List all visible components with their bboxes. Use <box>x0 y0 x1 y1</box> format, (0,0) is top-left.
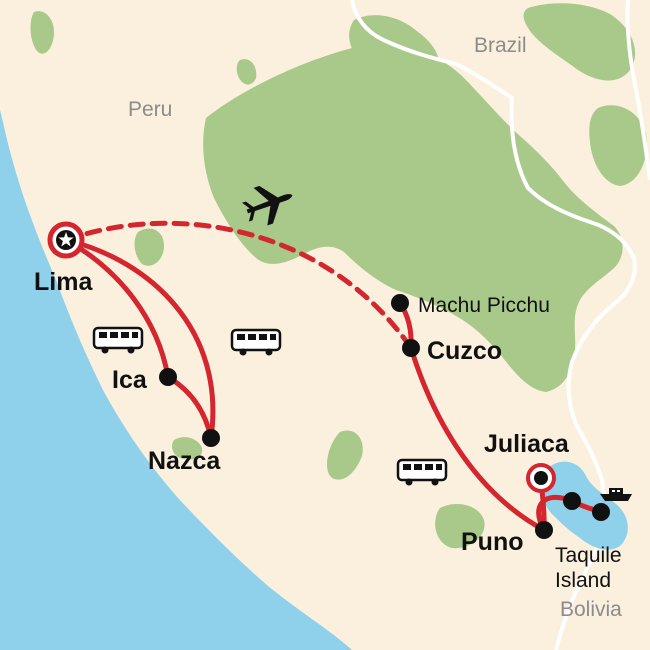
city-label-taquile-line1: Taquile <box>555 544 622 567</box>
island-marker-b <box>592 503 610 521</box>
city-label-machu-picchu: Machu Picchu <box>418 294 550 317</box>
bus-icon <box>396 458 448 486</box>
bus-icon <box>92 326 144 354</box>
country-label-bolivia: Bolivia <box>560 598 622 621</box>
forest-south-patch <box>435 504 485 549</box>
route-lima-cuzco-flight <box>63 220 414 351</box>
bus-icon <box>230 328 282 356</box>
city-label-juliaca: Juliaca <box>484 430 570 458</box>
route-lima-nazca <box>63 237 216 441</box>
machu-picchu-marker <box>391 294 409 312</box>
city-label-cuzco: Cuzco <box>427 337 502 365</box>
start-marker-lima <box>47 221 85 259</box>
cuzco-marker <box>402 339 420 357</box>
juliaca-marker <box>526 463 556 493</box>
forest-nazca-patch <box>172 437 203 460</box>
border-peru-brazil <box>350 0 637 531</box>
route-cuzco-puno <box>408 345 547 533</box>
city-label-taquile-line2: Island <box>555 569 611 592</box>
forest-northwest <box>30 11 54 54</box>
city-label-puno: Puno <box>461 528 524 556</box>
ica-marker <box>159 368 177 386</box>
forest-east <box>523 3 636 81</box>
star-marker-icon <box>58 232 74 247</box>
forest-lima-patch <box>134 228 164 266</box>
country-label-brazil: Brazil <box>474 34 527 57</box>
puno-marker <box>535 521 553 539</box>
country-label-peru: Peru <box>128 98 172 121</box>
border-east <box>625 0 650 181</box>
city-label-lima: Lima <box>34 268 93 296</box>
island-marker-a <box>563 492 581 510</box>
forest-north <box>236 59 257 85</box>
border-peru-bolivia <box>554 529 606 650</box>
nazca-marker <box>202 429 220 447</box>
city-label-ica: Ica <box>112 366 148 394</box>
boat-icon <box>600 488 632 501</box>
city-label-nazca: Nazca <box>148 447 221 475</box>
juliaca-dot <box>534 471 548 485</box>
forest-far-east <box>589 105 647 186</box>
forest-amazon <box>203 43 623 392</box>
airplane-icon <box>242 185 293 226</box>
forest-center-patch <box>326 430 363 480</box>
route-lima-ica <box>63 237 171 380</box>
